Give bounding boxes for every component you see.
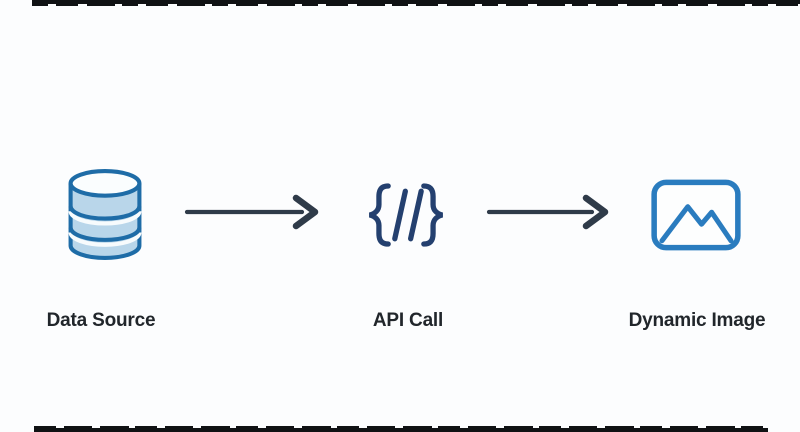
bottom-border-bar — [34, 426, 768, 432]
node-label-api-call: API Call — [372, 310, 444, 331]
image-icon — [651, 179, 741, 251]
top-border-bar — [32, 0, 800, 6]
code-braces-icon — [368, 183, 444, 247]
node-label-dynamic-image: Dynamic Image — [628, 310, 766, 331]
arrow-right-icon — [184, 194, 319, 230]
database-icon — [68, 169, 142, 260]
node-label-data-source: Data Source — [46, 310, 156, 331]
arrow-right-icon — [486, 194, 609, 230]
